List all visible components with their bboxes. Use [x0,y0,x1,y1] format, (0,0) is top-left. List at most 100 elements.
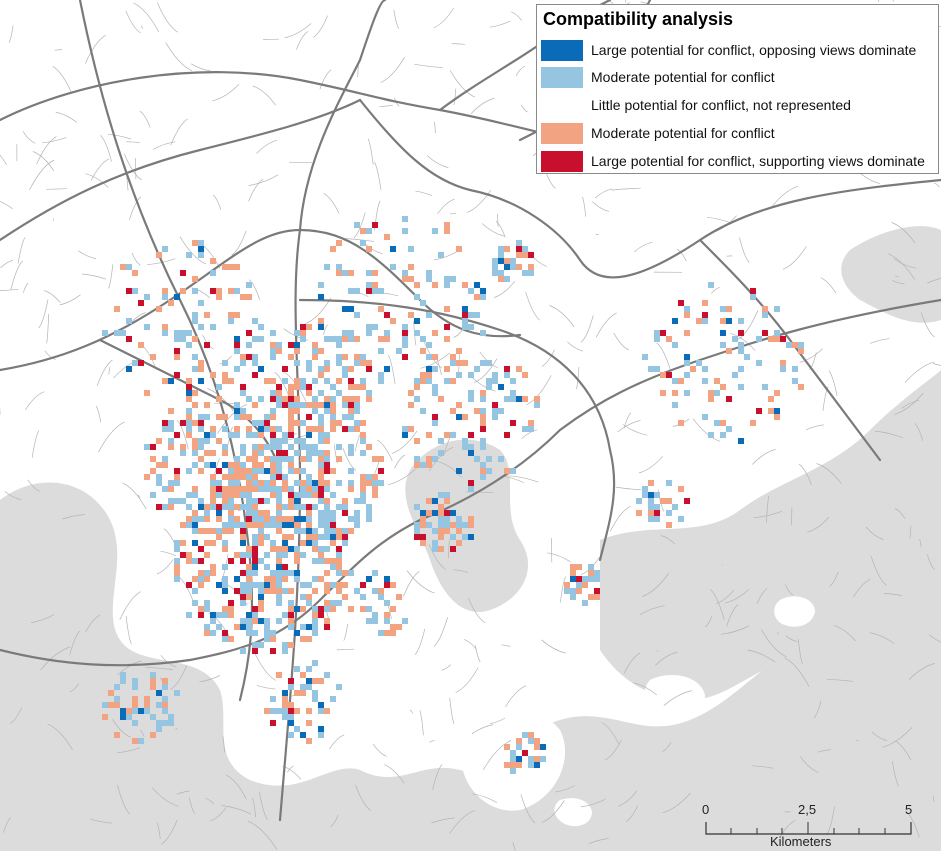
grid-cell [246,630,252,636]
grid-cell [720,318,726,324]
grid-cell [234,480,240,486]
grid-cell [462,414,468,420]
grid-cell [360,240,366,246]
grid-cell [336,336,342,342]
grid-cell [330,534,336,540]
grid-cell [480,294,486,300]
grid-cell [534,762,540,768]
grid-cell [234,264,240,270]
grid-cell [300,732,306,738]
grid-cell [168,444,174,450]
grid-cell [378,594,384,600]
grid-cell [210,498,216,504]
grid-cell [294,396,300,402]
grid-cell [282,696,288,702]
grid-cell [348,516,354,522]
grid-cell [354,288,360,294]
grid-cell [246,618,252,624]
grid-cell [210,258,216,264]
grid-cell [132,696,138,702]
grid-cell [294,690,300,696]
grid-cell [312,426,318,432]
grid-cell [252,612,258,618]
grid-cell [534,738,540,744]
grid-cell [246,546,252,552]
grid-cell [198,528,204,534]
grid-cell [468,444,474,450]
grid-cell [432,366,438,372]
grid-cell [372,270,378,276]
grid-cell [354,408,360,414]
grid-cell [378,306,384,312]
grid-cell [270,570,276,576]
grid-cell [252,534,258,540]
grid-cell [378,456,384,462]
grid-cell [450,432,456,438]
grid-cell [408,402,414,408]
grid-cell [378,348,384,354]
grid-cell [498,408,504,414]
grid-cell [444,432,450,438]
grid-cell [300,438,306,444]
grid-cell [666,510,672,516]
grid-cell [330,408,336,414]
grid-cell [276,468,282,474]
grid-cell [408,312,414,318]
grid-cell [324,600,330,606]
grid-cell [312,408,318,414]
grid-cell [432,390,438,396]
grid-cell [414,378,420,384]
grid-cell [324,510,330,516]
grid-cell [414,294,420,300]
grid-cell [312,444,318,450]
grid-cell [492,402,498,408]
grid-cell [330,384,336,390]
grid-cell [516,246,522,252]
grid-cell [522,372,528,378]
grid-cell [252,504,258,510]
grid-cell [384,312,390,318]
grid-cell [438,450,444,456]
grid-cell [234,366,240,372]
grid-cell [288,444,294,450]
grid-cell [348,384,354,390]
grid-cell [162,708,168,714]
grid-cell [252,498,258,504]
grid-cell [354,222,360,228]
grid-cell [240,492,246,498]
grid-cell [570,564,576,570]
grid-cell [216,384,222,390]
grid-cell [708,432,714,438]
grid-cell [270,432,276,438]
grid-cell [132,684,138,690]
grid-cell [270,720,276,726]
grid-cell [294,726,300,732]
grid-cell [636,498,642,504]
grid-cell [330,540,336,546]
grid-cell [288,492,294,498]
grid-cell [234,348,240,354]
grid-cell [420,372,426,378]
grid-cell [300,480,306,486]
grid-cell [216,582,222,588]
grid-cell [276,576,282,582]
grid-cell [474,282,480,288]
grid-cell [708,390,714,396]
grid-cell [306,666,312,672]
grid-cell [774,390,780,396]
grid-cell [300,624,306,630]
grid-cell [198,378,204,384]
grid-cell [780,360,786,366]
grid-cell [312,480,318,486]
grid-cell [240,444,246,450]
grid-cell [348,306,354,312]
grid-cell [210,450,216,456]
grid-cell [192,540,198,546]
grid-cell [306,456,312,462]
grid-cell [678,486,684,492]
grid-cell [270,438,276,444]
grid-cell [414,534,420,540]
grid-cell [486,468,492,474]
grid-cell [330,564,336,570]
grid-cell [498,246,504,252]
